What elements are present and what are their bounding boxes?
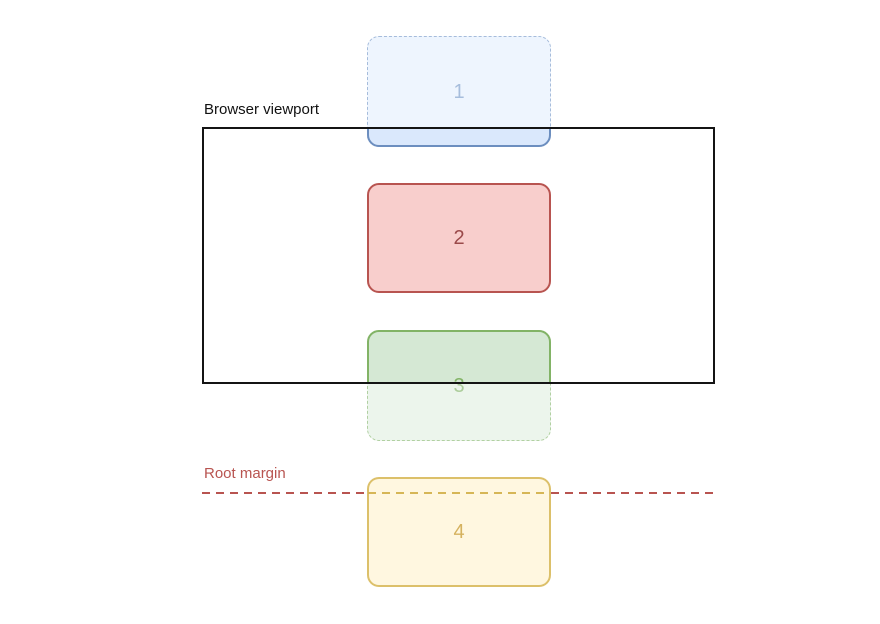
element-1-inside-viewport-part: 1 [367, 128, 551, 147]
element-2-inside-viewport-part: 2 [367, 183, 551, 293]
browser-viewport-label: Browser viewport [204, 101, 320, 118]
root-margin-label: Root margin [204, 465, 286, 482]
element-number: 3 [453, 374, 465, 397]
observed-element-3: 3 3 [367, 330, 551, 441]
element-number: 4 [453, 521, 465, 543]
observed-element-2: 2 [367, 183, 551, 293]
element-3-inside-viewport-part: 3 [367, 330, 551, 397]
observed-element-4: 4 [367, 477, 551, 587]
browser-viewport-rect [202, 127, 715, 384]
element-number: 2 [453, 227, 465, 249]
root-margin-line-left [202, 492, 367, 494]
element-4-body: 4 [367, 477, 551, 587]
element-number: 3 [453, 374, 465, 397]
element-number: 1 [453, 80, 465, 103]
root-margin-line-right [551, 492, 714, 494]
root-margin-line-through-element-4 [368, 492, 550, 494]
